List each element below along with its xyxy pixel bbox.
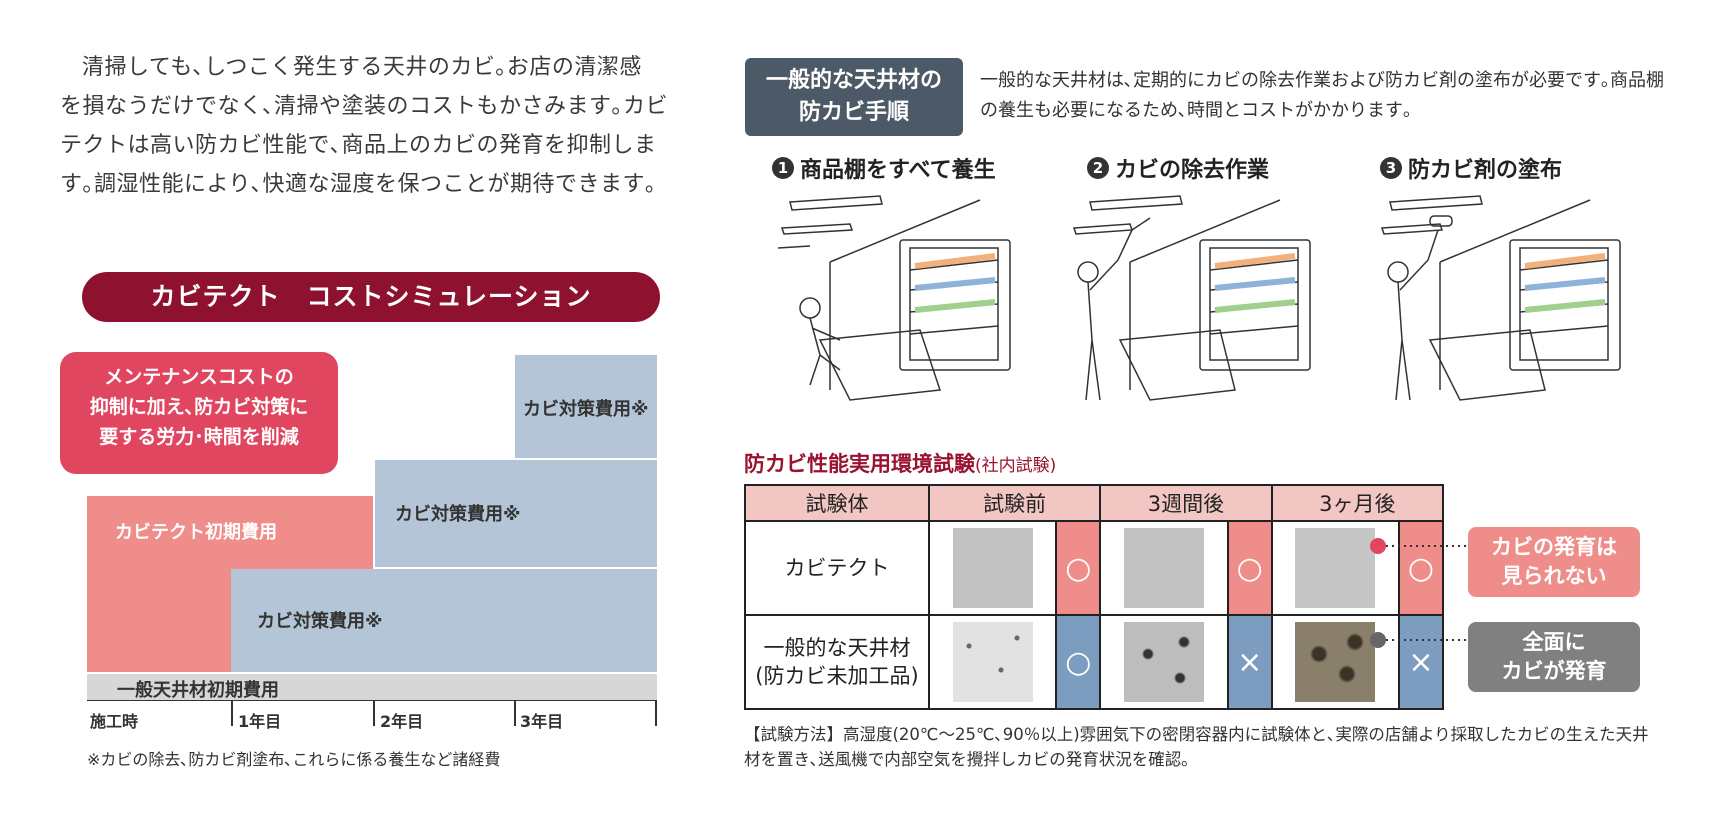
note-connectors [1370, 538, 1468, 648]
step-number: 1 [772, 157, 794, 179]
result-mark: ○ [1055, 614, 1102, 710]
step-1: 1 商品棚をすべて養生 [772, 152, 996, 184]
tick-mark [655, 700, 657, 726]
sample-photo [952, 622, 1033, 702]
test-title-main: 防カビ性能実用環境試験 [744, 452, 975, 476]
procedure-badge: 一般的な天井材の 防カビ手順 [745, 58, 963, 136]
sample-image-cell [927, 614, 1058, 710]
step-2: 2 カビの除去作業 [1087, 152, 1269, 184]
result-mark: ○ [1226, 520, 1273, 616]
sample-photo [952, 528, 1033, 608]
sample-image-cell [1099, 614, 1229, 710]
sample-photo [1123, 528, 1204, 608]
table-header-row: 試験体 試験前 3週間後 3ヶ月後 [744, 484, 1445, 522]
result-mark: × [1398, 614, 1444, 710]
simulation-title: カビテクト コストシミュレーション [82, 272, 660, 322]
result-mark: ○ [1055, 520, 1102, 616]
step-label: カビの除去作業 [1115, 158, 1270, 183]
sample-image-cell [1270, 520, 1401, 616]
illustration-covering-shelves [777, 195, 1011, 401]
callout-badge: メンテナンスコストの 抑制に加え､防カビ対策に 要する労力･時間を削減 [60, 352, 338, 474]
tick-label: 2年目 [380, 712, 424, 731]
cost-label: カビ対策費用※ [395, 504, 521, 525]
tick-mark [373, 700, 375, 726]
tick-label: 3年目 [520, 712, 564, 731]
table-row: 一般的な天井材 (防カビ未加工品) ○ × × [744, 614, 1444, 710]
cost-label: カビ対策費用※ [523, 399, 649, 420]
note-full-mold: 全面に カビが発育 [1468, 622, 1640, 692]
sample-photo [1295, 622, 1376, 702]
header-cell: 試験体 [744, 484, 930, 522]
step-label: 商品棚をすべて養生 [800, 158, 996, 183]
tick-label: 1年目 [238, 712, 282, 731]
cost-label: 一般天井材初期費用 [117, 680, 279, 701]
row-label: カビテクト [744, 520, 930, 616]
table-row: カビテクト ○ ○ ○ [744, 520, 1444, 616]
step-number: 3 [1380, 157, 1402, 179]
step-3: 3 防カビ剤の塗布 [1380, 152, 1562, 184]
sample-image-cell [1099, 520, 1229, 616]
intro-line: を損なうだけでなく､清掃や塗装のコストもかさみます｡カビ [60, 94, 669, 119]
intro-line: す｡調湿性能により､快適な湿度を保つことが期待できます｡ [60, 172, 657, 197]
header-cell: 試験前 [927, 484, 1102, 522]
tick-mark [231, 700, 233, 726]
header-cell: 3週間後 [1099, 484, 1273, 522]
result-mark: ○ [1398, 520, 1444, 616]
procedure-description: 一般的な天井材は､定期的にカビの除去作業および防カビ剤の塗布が必要です｡商品棚の… [980, 70, 1664, 121]
test-results-table: 試験体 試験前 3週間後 3ヶ月後 カビテクト ○ ○ ○ 一般的な天井材 (防… [744, 484, 1445, 710]
sample-photo [1123, 622, 1204, 702]
sample-photo [1295, 528, 1376, 608]
sample-image-cell [1270, 614, 1401, 710]
cost-block-year1: カビ対策費用※ [231, 569, 657, 672]
row-label: 一般的な天井材 (防カビ未加工品) [744, 614, 930, 710]
cost-label: カビ対策費用※ [257, 611, 383, 632]
timeline-axis [87, 700, 657, 701]
intro-line: テクトは高い防カビ性能で､商品上のカビの発育を抑制しま [60, 133, 657, 158]
tick-label: 施工時 [90, 712, 139, 731]
result-mark: × [1226, 614, 1273, 710]
cost-block-year3: カビ対策費用※ [515, 355, 657, 458]
note-no-mold: カビの発育は 見られない [1468, 527, 1640, 597]
header-cell: 3ヶ月後 [1270, 484, 1445, 522]
footnote: ※カビの除去､防カビ剤塗布､これらに係る養生など諸経費 [87, 750, 501, 769]
illustration-applying-antimold [1380, 195, 1621, 401]
tick-mark [514, 700, 516, 726]
step-label: 防カビ剤の塗布 [1408, 158, 1563, 183]
intro-line: 清掃しても､しつこく発生する天井のカビ｡お店の清潔感 [82, 55, 642, 80]
cost-label: カビテクト初期費用 [115, 522, 277, 543]
test-method: 【試験方法】高湿度(20℃～25℃､90％以上)雰囲気下の密閉容器内に試験体と､… [744, 725, 1649, 769]
cost-block-year2: カビ対策費用※ [375, 460, 657, 567]
sample-image-cell [927, 520, 1058, 616]
step-number: 2 [1087, 157, 1109, 179]
test-title-sub: (社内試験) [975, 456, 1057, 476]
test-title: 防カビ性能実用環境試験(社内試験) [744, 448, 1056, 478]
illustration-removing-mold [1072, 195, 1311, 401]
cost-block-general-initial: 一般天井材初期費用 [87, 674, 657, 701]
intro-paragraph: 清掃しても､しつこく発生する天井のカビ｡お店の清潔感 を損なうだけでなく､清掃や… [60, 48, 700, 204]
